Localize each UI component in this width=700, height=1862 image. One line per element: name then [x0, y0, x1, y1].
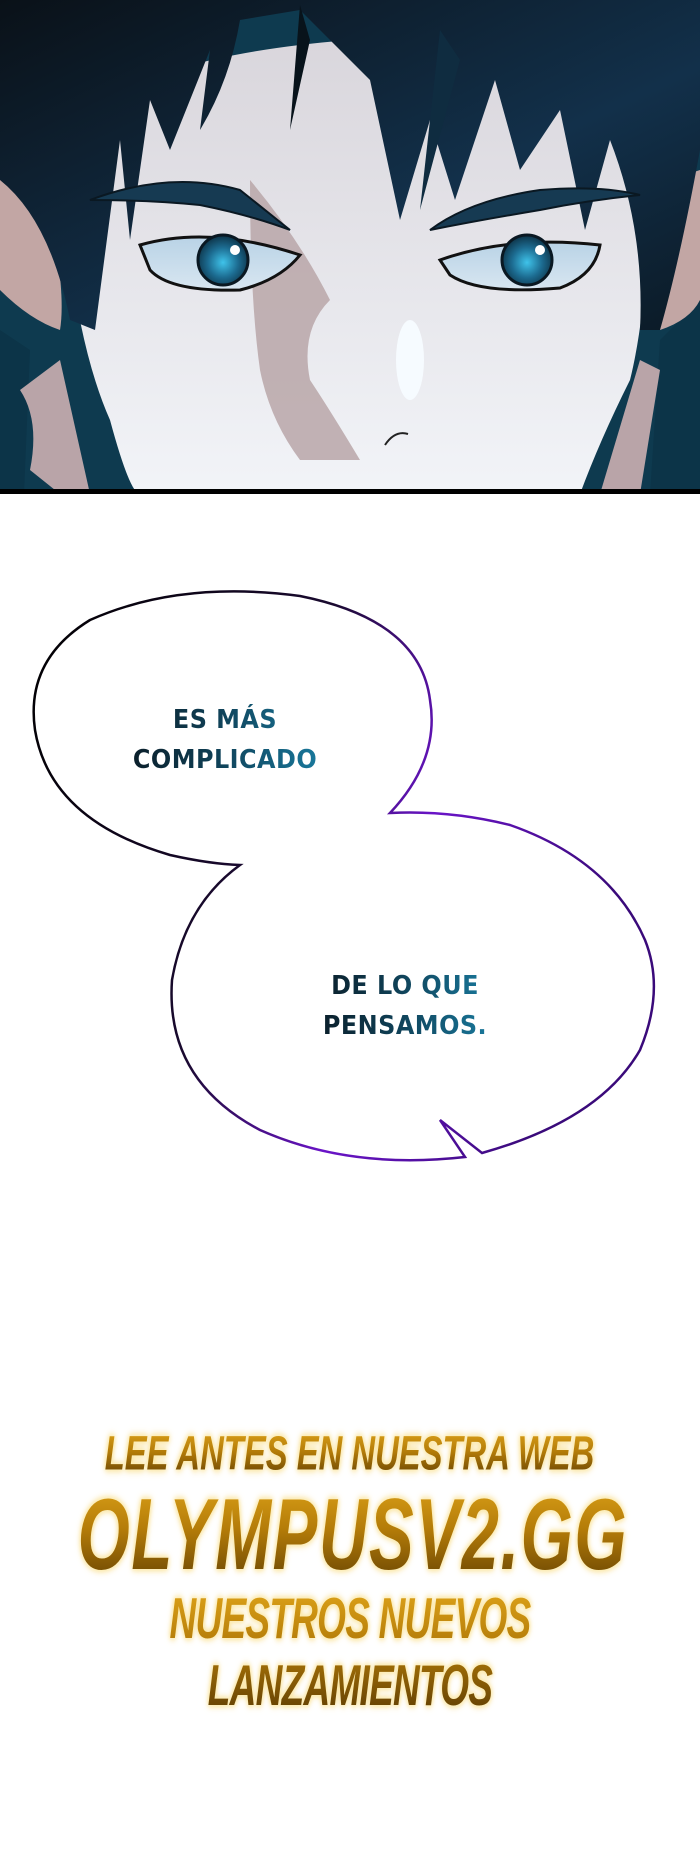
- speech-bubbles: [0, 560, 700, 1200]
- promo-site-name: OLYMPUSV2.GG: [0, 1478, 700, 1591]
- face-illustration: [0, 0, 700, 494]
- promo-tagline: LEE ANTES EN NUESTRA WEB: [0, 1428, 700, 1481]
- speech-bubble-outlines: [32, 590, 656, 1162]
- speech-bubble-1: [32, 590, 656, 1162]
- speech-bubble-text-2: DE LO QUE PENSAMOS.: [308, 966, 501, 1046]
- bubble-1-line-2: COMPLICADO: [132, 745, 318, 775]
- promo-tagline-text: LEE ANTES EN NUESTRA WEB: [105, 1427, 595, 1481]
- promo-subtitle-text: NUESTROS NUEVOS LANZAMIENTOS: [91, 1585, 609, 1718]
- speech-bubble-text-1: ES MÁS COMPLICADO: [119, 700, 331, 780]
- bubble-2-line-1: DE LO QUE: [331, 971, 479, 1001]
- bubble-2-line-2: PENSAMOS.: [322, 1011, 488, 1041]
- promo-site-name-text: OLYMPUSV2.GG: [78, 1477, 628, 1594]
- bubble-1-line-1: ES MÁS: [172, 705, 278, 735]
- promo-subtitle: NUESTROS NUEVOS LANZAMIENTOS: [0, 1586, 700, 1717]
- comic-panel: [0, 0, 700, 494]
